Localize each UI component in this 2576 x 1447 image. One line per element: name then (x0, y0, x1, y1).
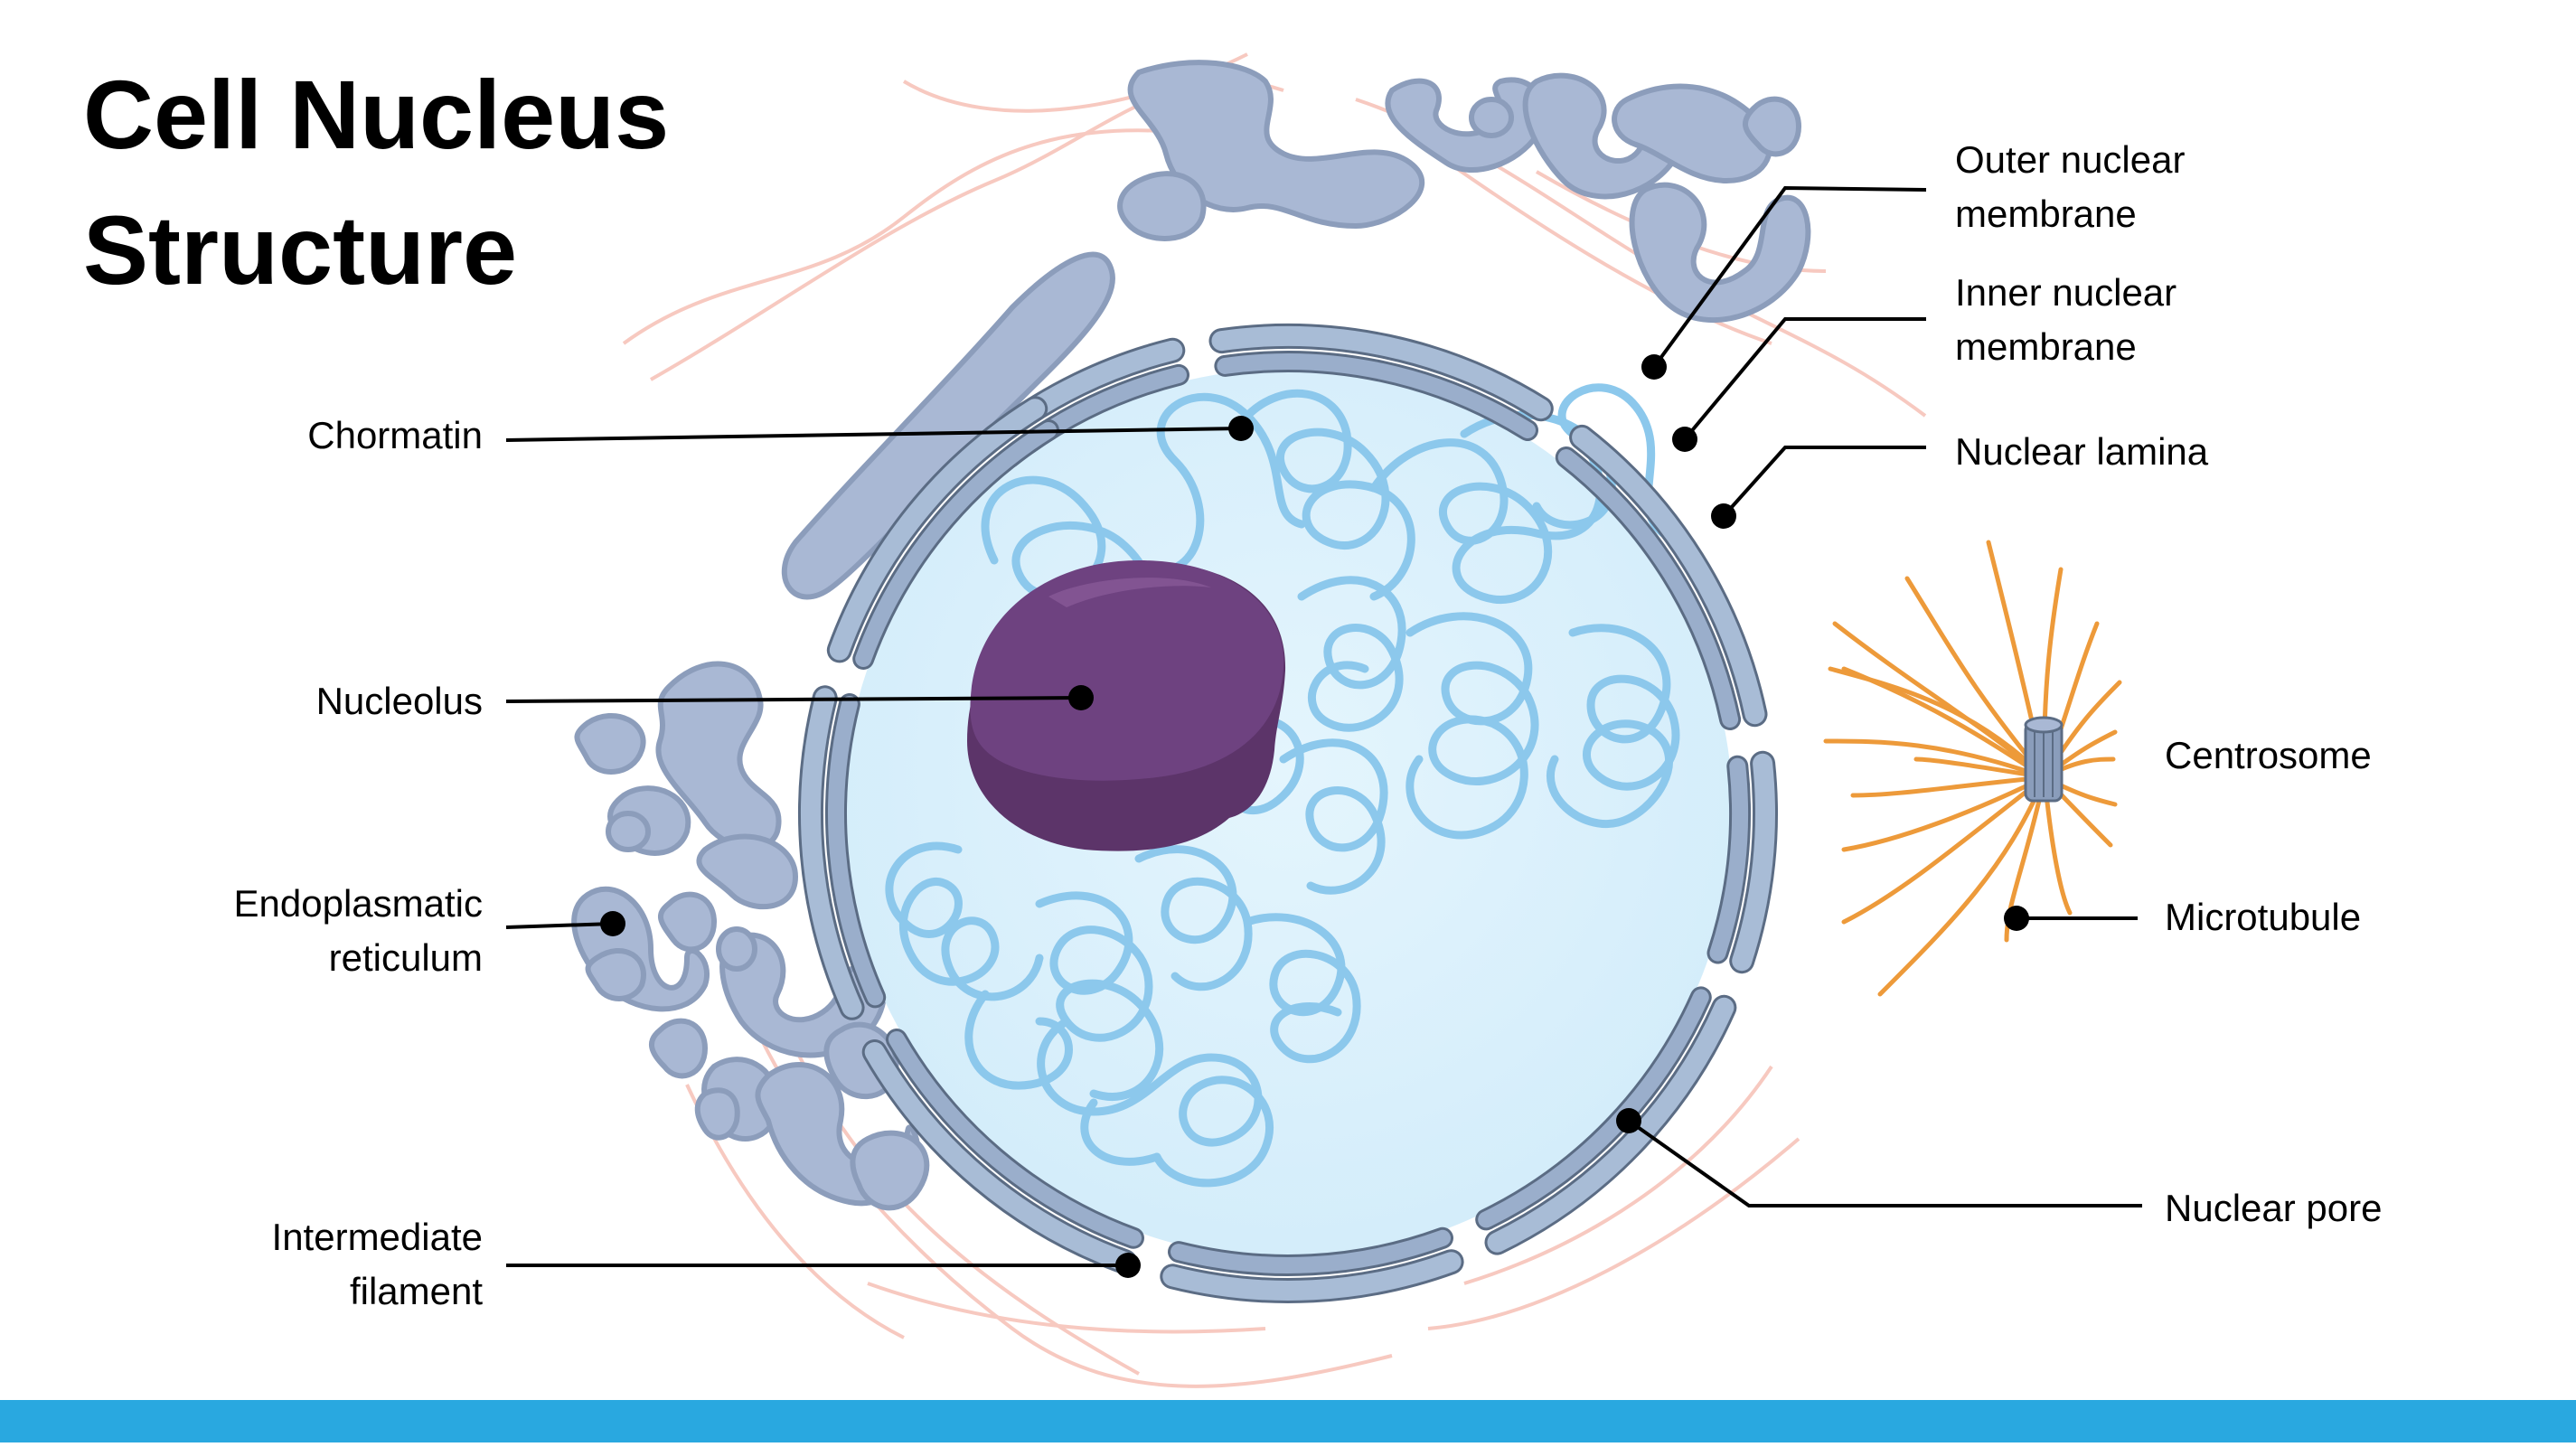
inner-membrane-segment-4 (1478, 989, 1709, 1228)
inner-membrane-segment-3 (1709, 757, 1749, 962)
inner-membrane-segment-7 (828, 696, 884, 1006)
er-top (1117, 60, 1811, 323)
leader-pore (1627, 1119, 2142, 1207)
dot-lamina (1711, 503, 1736, 529)
label-chromatin: Chormatin (307, 414, 483, 456)
microtubules (1823, 540, 2122, 997)
dot-chromatin (1228, 416, 1254, 441)
leader-inner-membrane (1683, 317, 1926, 441)
dot-nucleolus (1068, 685, 1094, 710)
outer-membrane-segment-2 (1572, 427, 1765, 725)
label-filament-line1: Intermediate (272, 1216, 483, 1258)
dot-filament (1115, 1253, 1141, 1278)
bottom-accent-bar (0, 1400, 2576, 1442)
leader-nucleolus (505, 696, 1082, 703)
leader-outer-membrane (1652, 185, 1927, 369)
centrosome (2024, 716, 2064, 803)
label-er-line2: reticulum (329, 936, 483, 979)
leader-lamina (1722, 446, 1926, 518)
inner-membrane-segment-1 (1217, 353, 1536, 438)
outer-membrane-segment-6 (864, 1042, 1135, 1273)
nucleolus (967, 560, 1286, 851)
outer-membrane-segment-7 (800, 688, 862, 1018)
envelope-segments (797, 323, 1779, 1304)
leader-lines (505, 185, 2142, 1267)
label-outer-line2: membrane (1955, 193, 2137, 235)
inner-membrane-segment-2 (1557, 449, 1739, 728)
label-centrosome: Centrosome (2165, 734, 2372, 776)
dot-inner-membrane (1672, 427, 1697, 452)
inner-membrane-segment-8 (855, 422, 1057, 667)
label-filament-line2: filament (350, 1270, 483, 1312)
leader-dots (600, 354, 2029, 1278)
title-line-1: Cell Nucleus (83, 60, 670, 169)
label-er-line1: Endoplasmatic (234, 882, 483, 925)
dot-er (600, 911, 625, 936)
page-title: Cell Nucleus Structure (83, 47, 669, 318)
inner-membrane-segment-5 (1170, 1229, 1451, 1273)
dot-pore (1616, 1108, 1641, 1133)
label-lamina: Nuclear lamina (1955, 430, 2209, 473)
label-microtubule: Microtubule (2165, 896, 2361, 938)
nuclear-envelope (797, 323, 1779, 1304)
title-line-2: Structure (83, 195, 518, 305)
outer-membrane-segment-5 (1162, 1252, 1462, 1301)
outer-membrane-segment-3 (1732, 753, 1776, 972)
label-inner-line1: Inner nuclear (1955, 271, 2176, 314)
label-nucleolus: Nucleolus (316, 680, 483, 722)
dot-outer-membrane (1641, 354, 1667, 380)
chromatin (885, 383, 1680, 1188)
dot-microtubule (2004, 906, 2029, 931)
leader-er (505, 922, 614, 929)
label-inner-line2: membrane (1955, 325, 2137, 368)
label-pore: Nuclear pore (2165, 1187, 2382, 1229)
leader-chromatin (505, 427, 1242, 442)
outer-membrane-segment-4 (1487, 997, 1735, 1253)
label-outer-line1: Outer nuclear (1955, 138, 2185, 181)
labels: Chormatin Nucleolus Endoplasmatic reticu… (234, 138, 2383, 1312)
inner-membrane-segment-6 (888, 1031, 1142, 1246)
outer-membrane-segment-1 (1211, 325, 1551, 419)
er-sheet (781, 251, 1115, 600)
